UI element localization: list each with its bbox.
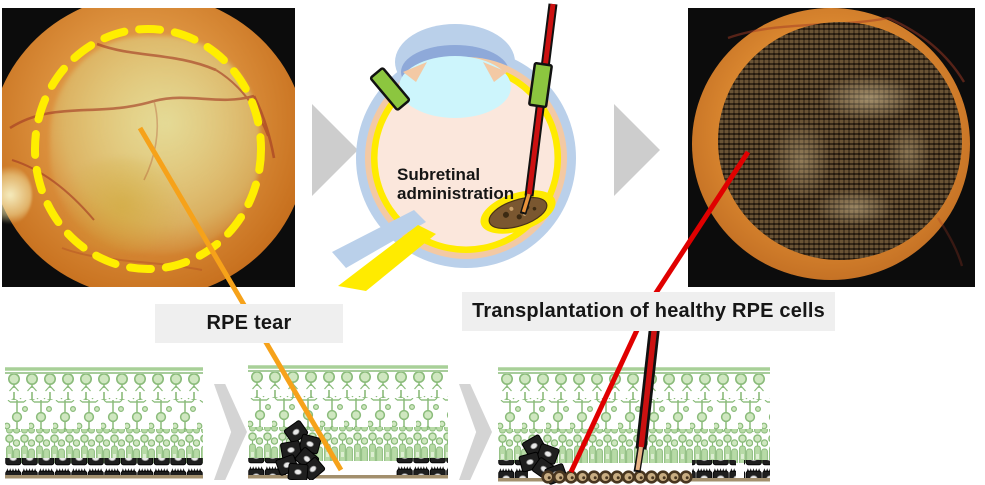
transplantation-label: Transplantation of healthy RPE cells: [462, 292, 835, 331]
lens: [399, 56, 511, 118]
fundus-photo-posttreatment: [688, 8, 975, 287]
retina-tear-diagram: [248, 365, 448, 480]
retina-transplant-diagram: [498, 367, 770, 485]
fundus-overlay-left: [9, 25, 276, 273]
needle-grip: [528, 62, 553, 109]
fundus-photo-pretreatment: [2, 8, 295, 287]
bruchs-membrane: [248, 475, 448, 479]
bipolar-cell-layer: [5, 398, 203, 432]
trocar-port: [369, 67, 411, 111]
flow-arrow-icon: [214, 384, 247, 480]
retina-healthy-diagram: [5, 367, 203, 479]
ciliary-wedge-left: [403, 62, 427, 82]
rpe-tear-label: RPE tear: [155, 304, 343, 343]
light-pipe: [332, 210, 436, 291]
bruchs-membrane: [5, 475, 203, 479]
flow-arrow-icon: [459, 384, 492, 480]
dashed-tear-outline: [31, 25, 265, 273]
photoreceptor-layer: [5, 429, 203, 463]
transplanted-rpe-sheet: [718, 22, 962, 260]
subretinal-caption: Subretinal administration: [397, 165, 515, 204]
injector-needle: [519, 3, 558, 215]
injected-cells-blob: [488, 196, 548, 230]
ciliary-wedge-right: [483, 62, 507, 82]
ganglion-cell-layer: [5, 374, 203, 400]
eye-surgery-diagram: [332, 3, 576, 291]
